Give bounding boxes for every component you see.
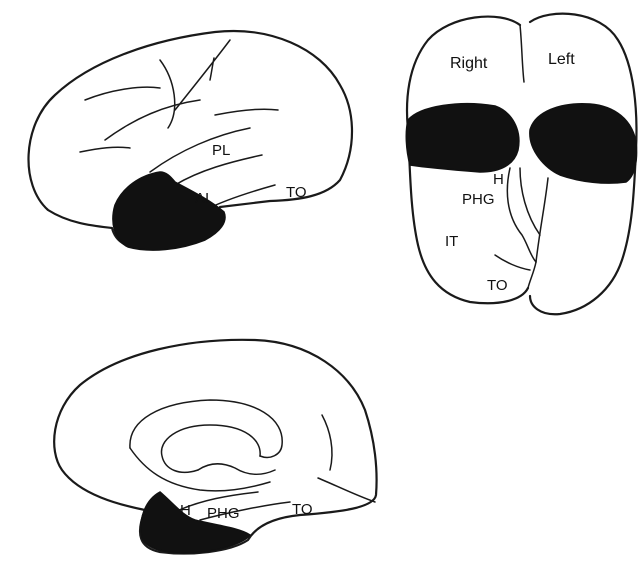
medial-brain-view: H PHG TO (54, 340, 376, 554)
ventral-left-medial-line (536, 178, 548, 262)
lateral-sulcus-6 (80, 147, 130, 152)
label-left: Left (548, 51, 575, 68)
label-ai: AI (195, 190, 209, 207)
sylvian-fissure (150, 128, 250, 172)
superior-temporal-line (175, 155, 262, 185)
lateral-sulcus-3 (160, 60, 175, 128)
lateral-sulcus-5 (215, 109, 278, 115)
medial-lesion (141, 492, 250, 553)
ventral-left-lesion (530, 104, 637, 183)
medial-occipital-line (318, 478, 375, 502)
ventral-to-line (495, 255, 530, 270)
midline-fissure-lower (528, 262, 536, 288)
label-to-medial: TO (292, 501, 313, 518)
label-it: IT (445, 233, 458, 250)
ventral-phg-line (520, 168, 540, 235)
label-phg-medial: PHG (207, 505, 240, 522)
label-to-ventral: TO (487, 277, 508, 294)
lateral-sulcus-1 (85, 87, 160, 100)
lateral-sulcus-2 (105, 100, 200, 140)
lateral-lesion (113, 172, 225, 250)
medial-parieto-occipital-line (322, 415, 332, 470)
label-h-medial: H (180, 502, 191, 519)
lateral-brain-view: PL AI TO (29, 31, 352, 250)
midline-fissure-upper (520, 25, 524, 82)
ventral-h-region-line (507, 168, 536, 262)
ventral-right-lesion (406, 104, 519, 172)
label-right: Right (450, 55, 488, 72)
label-to-lateral: TO (286, 184, 307, 201)
lateral-sulcus-4 (210, 58, 214, 80)
label-phg-ventral: PHG (462, 191, 495, 208)
ventral-brain-view: Right Left H PHG IT TO (406, 14, 636, 315)
central-sulcus (175, 40, 230, 110)
label-h-ventral: H (493, 171, 504, 188)
fornix-line (198, 464, 275, 475)
label-pl: PL (212, 142, 230, 159)
